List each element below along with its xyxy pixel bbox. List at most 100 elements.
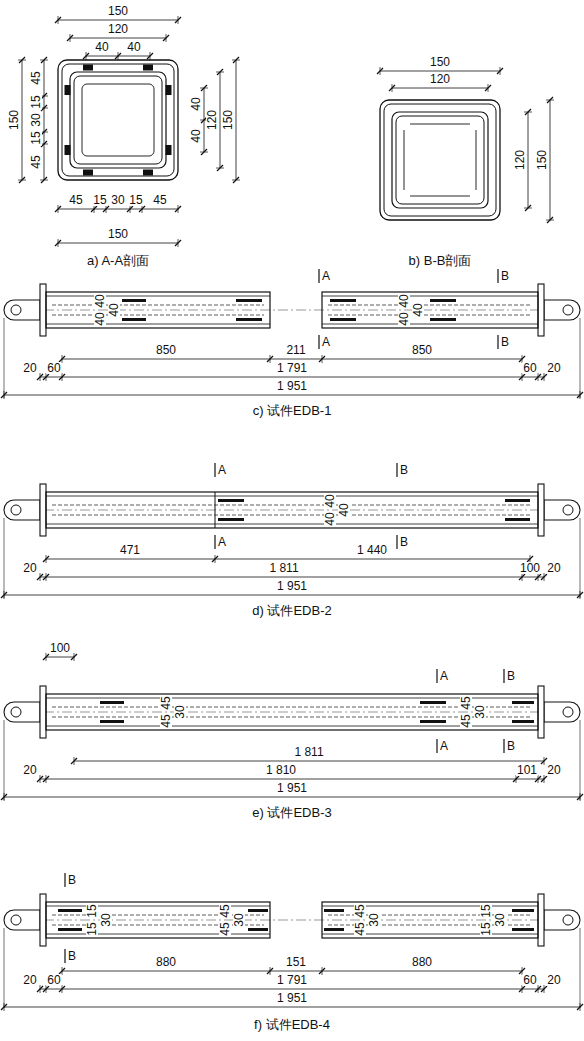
dimension-tick — [233, 57, 239, 63]
section-a — [58, 60, 178, 180]
plate — [143, 170, 153, 176]
dimension-tick — [216, 72, 224, 73]
dimension-tick — [270, 355, 271, 363]
stiffener-plate — [512, 701, 534, 704]
dimension-tick — [41, 57, 47, 63]
dimension-label: 20 — [22, 974, 37, 986]
plate — [143, 65, 153, 71]
dimension-tick — [37, 374, 43, 380]
dimension-tick — [538, 573, 539, 581]
dimension-label: 60 — [46, 974, 61, 986]
dimension-tick — [267, 968, 273, 974]
dimension-label: 1 811 — [293, 746, 324, 758]
dimension-label: 20 — [22, 764, 37, 776]
dimension-tick — [74, 757, 75, 765]
dimension-tick — [175, 240, 181, 246]
stiffener-plate — [218, 518, 244, 521]
dimension-line — [40, 577, 544, 578]
core-plate — [52, 515, 532, 516]
dimension-label: 15 — [30, 94, 42, 109]
end-plate — [538, 284, 544, 336]
dimension-tick — [516, 775, 517, 783]
dimension-tick — [267, 356, 273, 362]
dimension-label: 45 — [354, 921, 366, 936]
dimension-tick — [500, 67, 501, 75]
stiffener-plate — [430, 318, 456, 321]
stiffener-plate — [218, 499, 244, 502]
dimension-tick — [40, 985, 41, 993]
section-mark: B — [67, 874, 77, 886]
stiffener-plate — [100, 720, 124, 723]
dimension-label: 150 — [536, 149, 548, 171]
dimension-tick — [535, 374, 541, 380]
stiffener-plate — [324, 928, 344, 931]
dimension-tick — [43, 986, 49, 992]
dimension-tick — [37, 574, 43, 580]
dimension-tick — [319, 968, 325, 974]
outer-tube — [46, 292, 270, 328]
dimension-label: 20 — [546, 562, 561, 574]
dimension-label: 30 — [174, 704, 186, 719]
section-mark: B — [506, 670, 516, 682]
dimension-tick — [522, 373, 523, 381]
dimension-tick — [43, 556, 49, 562]
dimension-label: 15 — [480, 921, 492, 936]
dimension-tick — [544, 757, 545, 765]
dimension-tick — [166, 34, 167, 42]
dimension-tick — [150, 52, 151, 60]
core-plate — [52, 505, 532, 506]
dimension-label: 120 — [514, 149, 526, 171]
pin-hole — [563, 915, 573, 925]
stiffener-plate — [330, 299, 356, 302]
ear-plate — [544, 500, 580, 520]
ear-plate — [4, 702, 40, 722]
dimension-label: 1 951 — [276, 992, 308, 1004]
dimension-tick — [546, 220, 554, 221]
dimension-label: 60 — [522, 362, 537, 374]
dimension-label: 40 — [190, 128, 202, 143]
dimension-line — [46, 559, 530, 560]
stiffener-plate — [512, 720, 534, 723]
dimension-label: 15 — [480, 903, 492, 918]
end-plate — [40, 484, 46, 536]
dimension-line — [58, 243, 178, 244]
dimension-label: 150 — [222, 109, 234, 131]
dimension-tick — [55, 17, 61, 23]
dimension-tick — [71, 758, 77, 764]
stiffener-plate — [324, 909, 344, 912]
dimension-tick — [37, 776, 43, 782]
dimension-line — [58, 20, 178, 21]
dimension-tick — [544, 373, 545, 381]
dimension-tick — [106, 205, 107, 213]
section-cut-line — [503, 669, 504, 683]
stiffener-plate — [58, 928, 82, 931]
dimension-line — [380, 71, 500, 72]
dimension-label: 15 — [30, 130, 42, 145]
dimension-label: 40 — [94, 41, 109, 53]
ear-plate — [4, 910, 40, 930]
outer-tube — [380, 100, 500, 220]
section-b — [380, 100, 500, 220]
dimension-label: 45 — [160, 695, 172, 710]
dimension-label: 45 — [30, 70, 42, 85]
outer-tube — [46, 492, 538, 528]
stiffener-plate — [512, 928, 534, 931]
dimension-label: 30 — [110, 194, 125, 206]
dimension-line — [74, 761, 544, 762]
dimension-tick — [217, 165, 223, 171]
core-plate — [52, 305, 264, 306]
dimension-label: 880 — [411, 956, 433, 968]
ear-plate — [4, 500, 40, 520]
dimension-tick — [519, 574, 525, 580]
dimension-label: 150 — [107, 228, 129, 240]
inner-tube — [322, 296, 538, 297]
outer-tube — [58, 60, 178, 180]
dimension-tick — [46, 555, 47, 563]
segment-line — [215, 492, 216, 528]
dimension-label: 30 — [494, 912, 506, 927]
dimension-label: 120 — [429, 73, 451, 85]
dimension-label: 30 — [474, 704, 486, 719]
core-plate — [52, 315, 264, 316]
dimension-tick — [91, 206, 97, 212]
